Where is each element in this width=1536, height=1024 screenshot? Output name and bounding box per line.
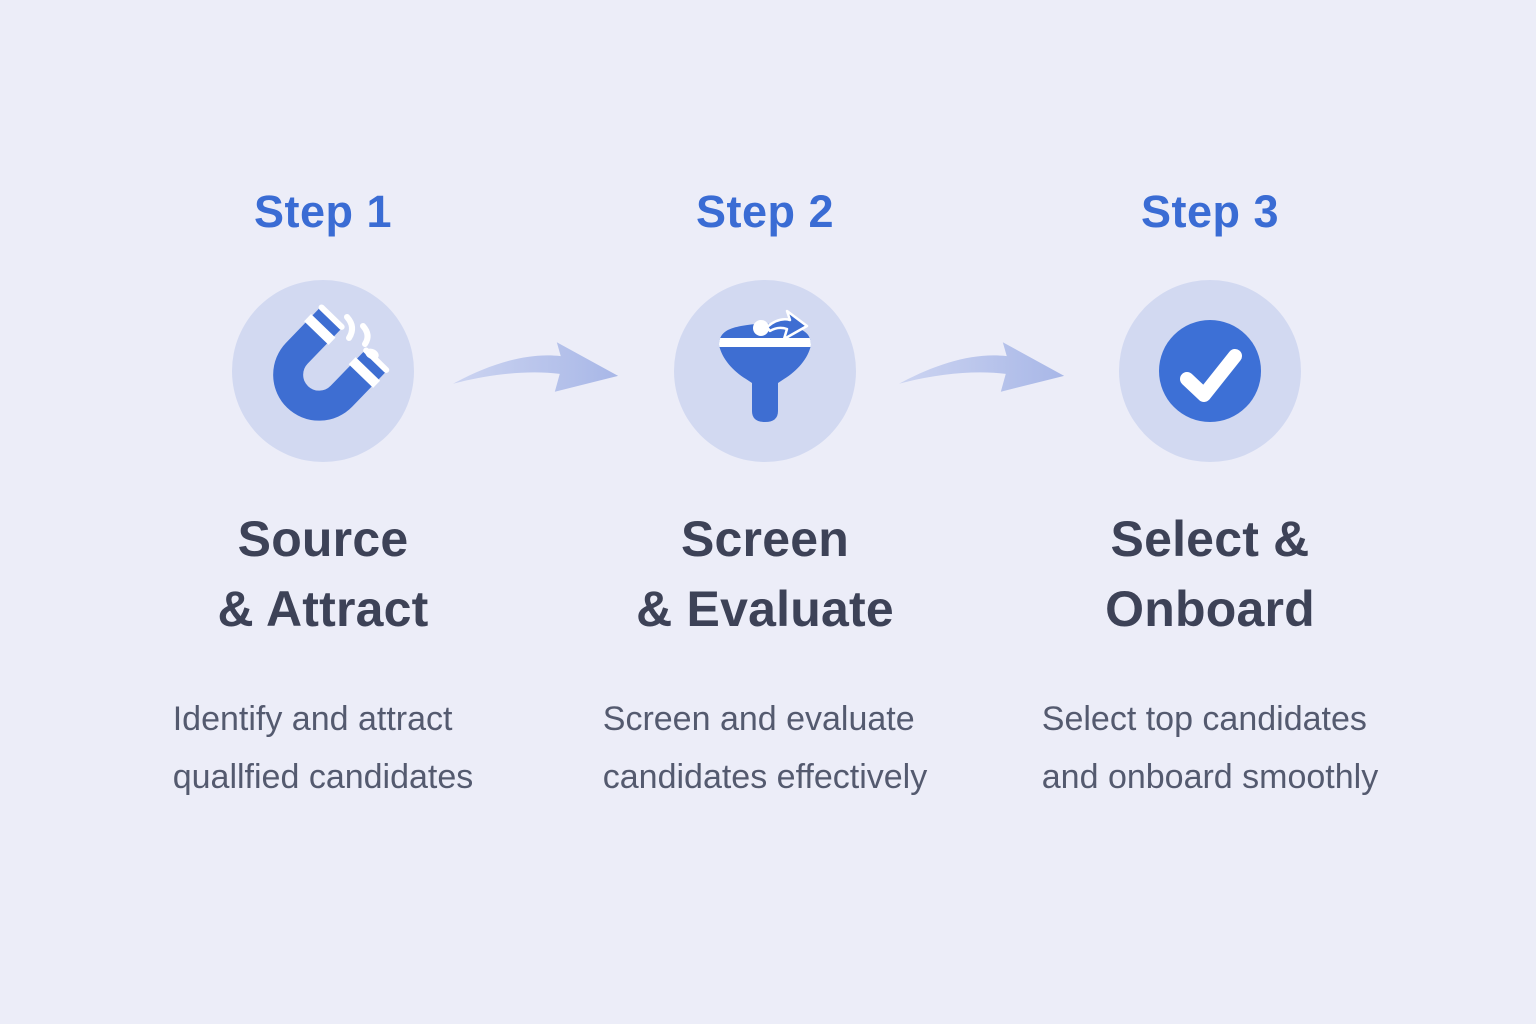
flow-arrow-1 — [452, 342, 619, 392]
check-icon-circle — [1119, 280, 1301, 462]
step-description: Screen and evaluate candidates effective… — [602, 700, 928, 796]
funnel-icon-circle — [674, 280, 856, 462]
magnet-icon-circle — [232, 280, 414, 462]
step-column-1: Step 1 Source & Attract — [103, 0, 543, 806]
step-column-2: Step 2 Screen & Evaluate Screen and — [545, 0, 985, 806]
step-title: Source & Attract — [217, 511, 429, 637]
step-column-3: Step 3 Select & Onboard Select top candi… — [990, 0, 1430, 806]
step-label: Step 2 — [695, 186, 835, 237]
step-description: Select top candidates and onboard smooth… — [1041, 700, 1379, 796]
step-label: Step 1 — [253, 186, 393, 237]
flow-arrow-2 — [898, 342, 1065, 392]
funnel-icon — [719, 309, 811, 422]
step-label: Step 3 — [1140, 186, 1280, 237]
check-icon — [1159, 320, 1261, 422]
step-description: Identify and attract quallfied candidate… — [172, 700, 474, 796]
step-title: Select & Onboard — [1105, 511, 1315, 637]
magnet-icon — [273, 304, 390, 421]
step-title: Screen & Evaluate — [636, 511, 894, 637]
